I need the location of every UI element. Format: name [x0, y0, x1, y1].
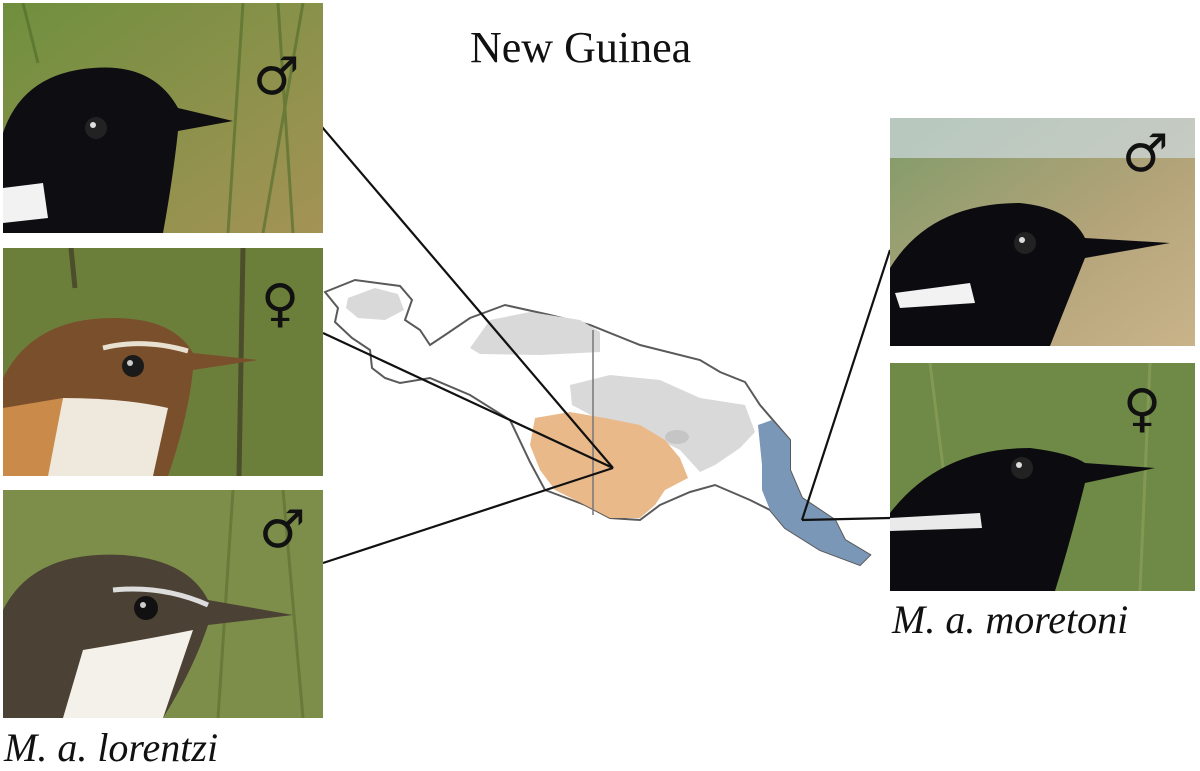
map-title: New Guinea [470, 23, 692, 72]
range-moretoni [758, 420, 870, 565]
range-grey-north [470, 312, 600, 355]
female-symbol: ♀ [1123, 379, 1162, 439]
photo-lorentzi-male-brown: ♂ [3, 490, 323, 718]
range-grey-spot [665, 430, 689, 444]
male-symbol: ♂ [253, 47, 300, 107]
male-symbol: ♂ [259, 500, 306, 560]
female-symbol: ♀ [261, 274, 300, 334]
range-grey-central [570, 375, 755, 472]
photo-lorentzi-female: ♀ [3, 248, 323, 476]
photo-moretoni-male: ♂ [890, 118, 1195, 346]
caption-lorentzi: M. a. lorentzi [4, 725, 219, 770]
range-grey-bird-head [346, 288, 404, 320]
caption-moretoni: M. a. moretoni [892, 597, 1129, 642]
male-symbol: ♂ [1122, 124, 1169, 184]
photo-moretoni-female: ♀ [890, 363, 1195, 591]
photo-lorentzi-male-black: ♂ [3, 3, 323, 233]
connector-lines [292, 92, 892, 565]
